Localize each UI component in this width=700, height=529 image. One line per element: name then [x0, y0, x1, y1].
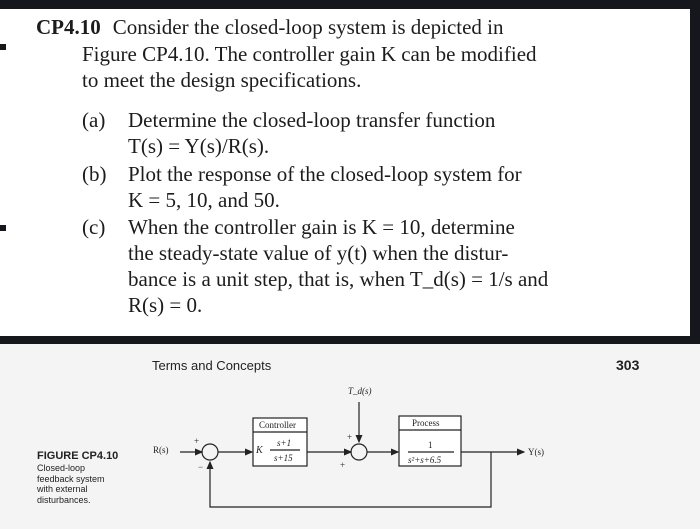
- figure-caption-line: disturbances.: [37, 494, 91, 505]
- problem-number: CP4.10: [36, 15, 101, 39]
- sum1-plus-sign: +: [194, 436, 199, 446]
- part-a-line: Determine the closed-loop transfer funct…: [128, 108, 496, 132]
- summing-junction-2: [350, 443, 368, 461]
- textbook-page-figure: [0, 344, 700, 529]
- part-a-line: T(s) = Y(s)/R(s).: [128, 134, 270, 158]
- problem-intro-line: to meet the design specifications.: [82, 68, 362, 92]
- running-header: Terms and Concepts: [152, 358, 272, 373]
- sum2-plus-sign-left: +: [340, 460, 345, 470]
- process-title: Process: [412, 418, 440, 428]
- process-numerator: 1: [428, 440, 433, 450]
- margin-mark: [0, 44, 6, 50]
- sum1-minus-sign: −: [198, 462, 203, 472]
- part-c-line: bance is a unit step, that is, when T_d(…: [128, 267, 549, 291]
- process-block: [398, 415, 462, 467]
- process-denominator: s²+s+6.5: [408, 455, 442, 465]
- disturbance-label: T_d(s): [348, 386, 372, 396]
- photo-border-middle: [0, 336, 700, 344]
- page-number: 303: [616, 357, 640, 373]
- input-label: R(s): [153, 445, 169, 455]
- figure-caption: FIGURE CP4.10 Closed-loop feedback syste…: [37, 450, 118, 505]
- controller-block: [252, 417, 308, 467]
- feedback-path: [206, 452, 492, 508]
- summing-junction-1: [201, 443, 219, 461]
- figure-title: FIGURE CP4.10: [37, 450, 119, 462]
- problem-heading: CP4.10 Consider the closed-loop system is…: [36, 14, 504, 40]
- controller-gain: K: [255, 445, 264, 456]
- controller-numerator: s+1: [277, 438, 291, 448]
- textbook-page-problem: [0, 9, 690, 336]
- part-a-label: (a): [82, 108, 106, 132]
- part-c-label: (c): [82, 215, 106, 239]
- problem-intro-line: Consider the closed-loop system is depic…: [112, 15, 504, 39]
- controller-denominator: s+15: [274, 453, 293, 463]
- photo-border-top: [0, 0, 700, 9]
- sum2-plus-sign-top: +: [347, 432, 352, 442]
- part-c-line: When the controller gain is K = 10, dete…: [128, 215, 515, 239]
- figure-caption-line: with external: [37, 484, 88, 494]
- part-b-label: (b): [82, 162, 107, 186]
- figure-caption-line: Closed-loop: [37, 463, 86, 473]
- part-b-line: K = 5, 10, and 50.: [128, 188, 280, 212]
- output-label: Y(s): [528, 447, 544, 457]
- part-c-line: R(s) = 0.: [128, 293, 203, 317]
- problem-intro-line: Figure CP4.10. The controller gain K can…: [82, 42, 537, 66]
- controller-title: Controller: [259, 420, 296, 430]
- part-b-line: Plot the response of the closed-loop sys…: [128, 162, 522, 186]
- part-c-line: the steady-state value of y(t) when the …: [128, 241, 509, 265]
- figure-caption-line: feedback system: [37, 473, 105, 484]
- margin-mark: [0, 225, 6, 231]
- block-diagram: R(s) Y(s) T_d(s) Controller K s+1 s+15 P…: [153, 386, 544, 508]
